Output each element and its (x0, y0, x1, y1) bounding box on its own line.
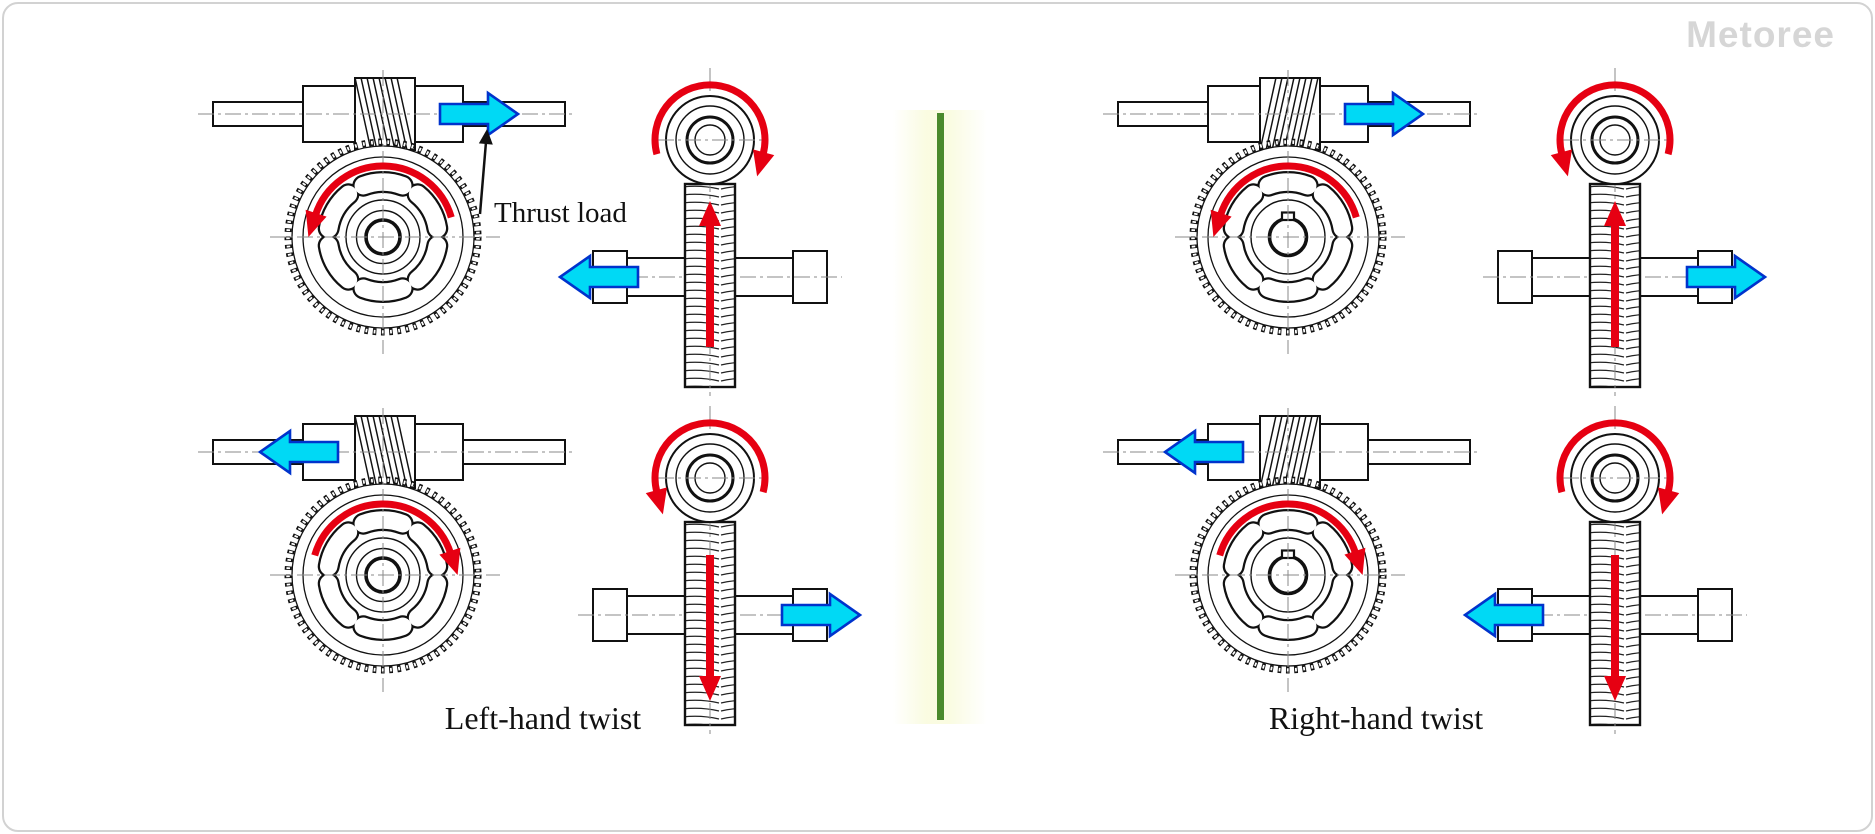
side-rotation-arc (1550, 81, 1674, 177)
panel-left-hand-twist: Left-hand twist (170, 0, 910, 834)
watermark-logo: Metoree (1686, 14, 1835, 55)
worm-end-view (658, 95, 762, 185)
worm-wheel (1175, 408, 1405, 692)
front-thrust-arrow (257, 428, 340, 476)
front-thrust-arrow (438, 90, 521, 138)
side-view (557, 68, 842, 396)
quadrant-left-top: Thrust load (198, 68, 842, 396)
worm-thread (354, 77, 416, 151)
front-view: Thrust load (198, 70, 627, 354)
side-view (578, 406, 863, 734)
side-thrust-arrow (780, 591, 863, 639)
thrust-annotation: Thrust load (478, 129, 627, 229)
thrust-arrow-glyph (780, 591, 863, 639)
quadrant-right-top: Thrust load (1103, 68, 1768, 396)
thrust-arrow-glyph (1162, 428, 1245, 476)
worm-end-view (658, 433, 762, 523)
worm-end-view (1563, 433, 1667, 523)
worm-wheel (270, 408, 500, 692)
thrust-arrow-glyph (438, 90, 521, 138)
wheel-rotation-arc (305, 162, 455, 237)
wheel-rotation-arc (311, 500, 461, 575)
wheel-rotation-arc (1210, 162, 1360, 237)
front-view: Thrust load (1103, 408, 1480, 692)
thrust-pointer-arrow (478, 129, 493, 215)
side-thrust-arrow (1685, 253, 1768, 301)
panel-right-hand-twist: Right-hand twist (1075, 0, 1815, 834)
side-rotation-arc (1556, 419, 1680, 515)
worm-end-view (1563, 95, 1667, 185)
thrust-arrow-glyph (257, 428, 340, 476)
quadrant-left-bottom: Thrust load (198, 406, 863, 734)
thrust-arrow-glyph (1685, 253, 1768, 301)
thrust-arrow-glyph (1343, 90, 1426, 138)
side-rotation-arc (645, 419, 769, 515)
worm-shaft (198, 415, 575, 489)
front-view: Thrust load (1103, 70, 1480, 354)
panel-divider (937, 113, 944, 720)
worm-wheel (1175, 70, 1405, 354)
right-twist-label: Right-hand twist (1268, 700, 1484, 736)
worm-wheel (270, 70, 500, 354)
side-view (1483, 68, 1768, 396)
thrust-arrow-glyph (1462, 591, 1545, 639)
thrust-load-label: Thrust load (494, 197, 627, 229)
front-view: Thrust load (198, 408, 575, 692)
quadrant-right-bottom: Thrust load (1103, 406, 1747, 734)
side-view (1462, 406, 1747, 734)
side-rotation-arc (651, 81, 775, 177)
front-thrust-arrow (1162, 428, 1245, 476)
side-thrust-arrow (1462, 591, 1545, 639)
thrust-arrow-glyph (557, 253, 640, 301)
worm-shaft (1103, 415, 1480, 489)
side-thrust-arrow (557, 253, 640, 301)
left-twist-label: Left-hand twist (444, 700, 642, 736)
wheel-rotation-arc (1216, 500, 1366, 575)
front-thrust-arrow (1343, 90, 1426, 138)
